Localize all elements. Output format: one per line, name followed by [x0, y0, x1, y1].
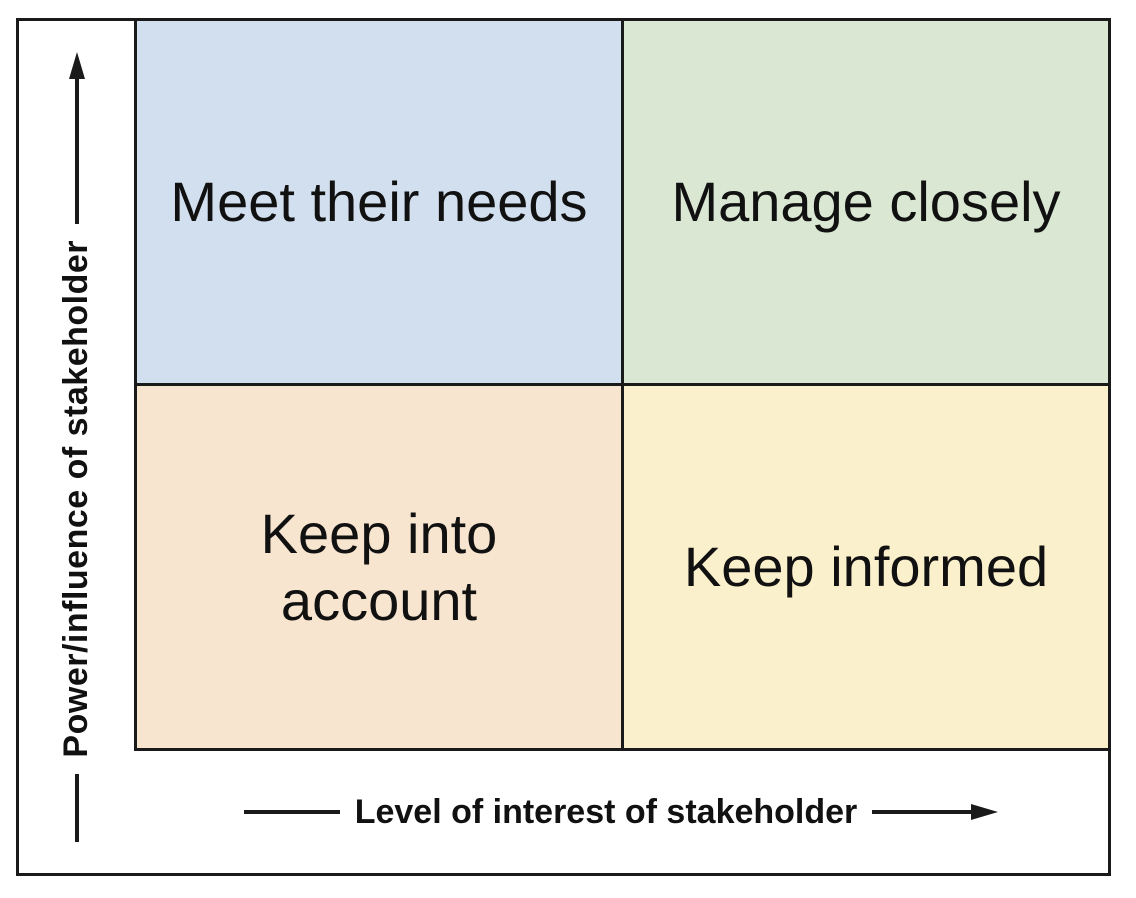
arrow-up-icon	[68, 52, 85, 225]
quadrant-meet-their-needs: Meet their needs	[137, 21, 621, 383]
quadrant-label: Manage closely	[671, 170, 1061, 234]
quadrant-keep-into-account: Keep into account	[137, 386, 621, 748]
x-axis: Level of interest of stakeholder	[134, 751, 1108, 873]
x-axis-tail-line	[243, 810, 340, 814]
diagram-frame: Power/influence of stakeholder Meet thei…	[16, 18, 1111, 876]
x-axis-label: Level of interest of stakeholder	[354, 792, 858, 831]
quadrant-grid: Meet their needs Manage closely Keep int…	[134, 21, 1108, 751]
y-axis-label: Power/influence of stakeholder	[57, 240, 95, 758]
y-axis: Power/influence of stakeholder	[19, 21, 134, 873]
quadrant-manage-closely: Manage closely	[624, 21, 1108, 383]
y-axis-tail-line	[74, 773, 79, 842]
arrow-right-icon	[872, 804, 999, 820]
quadrant-label: Meet their needs	[170, 170, 588, 234]
quadrant-keep-informed: Keep informed	[624, 386, 1108, 748]
quadrant-label: Keep informed	[683, 535, 1049, 599]
quadrant-label: Keep into account	[260, 501, 498, 632]
